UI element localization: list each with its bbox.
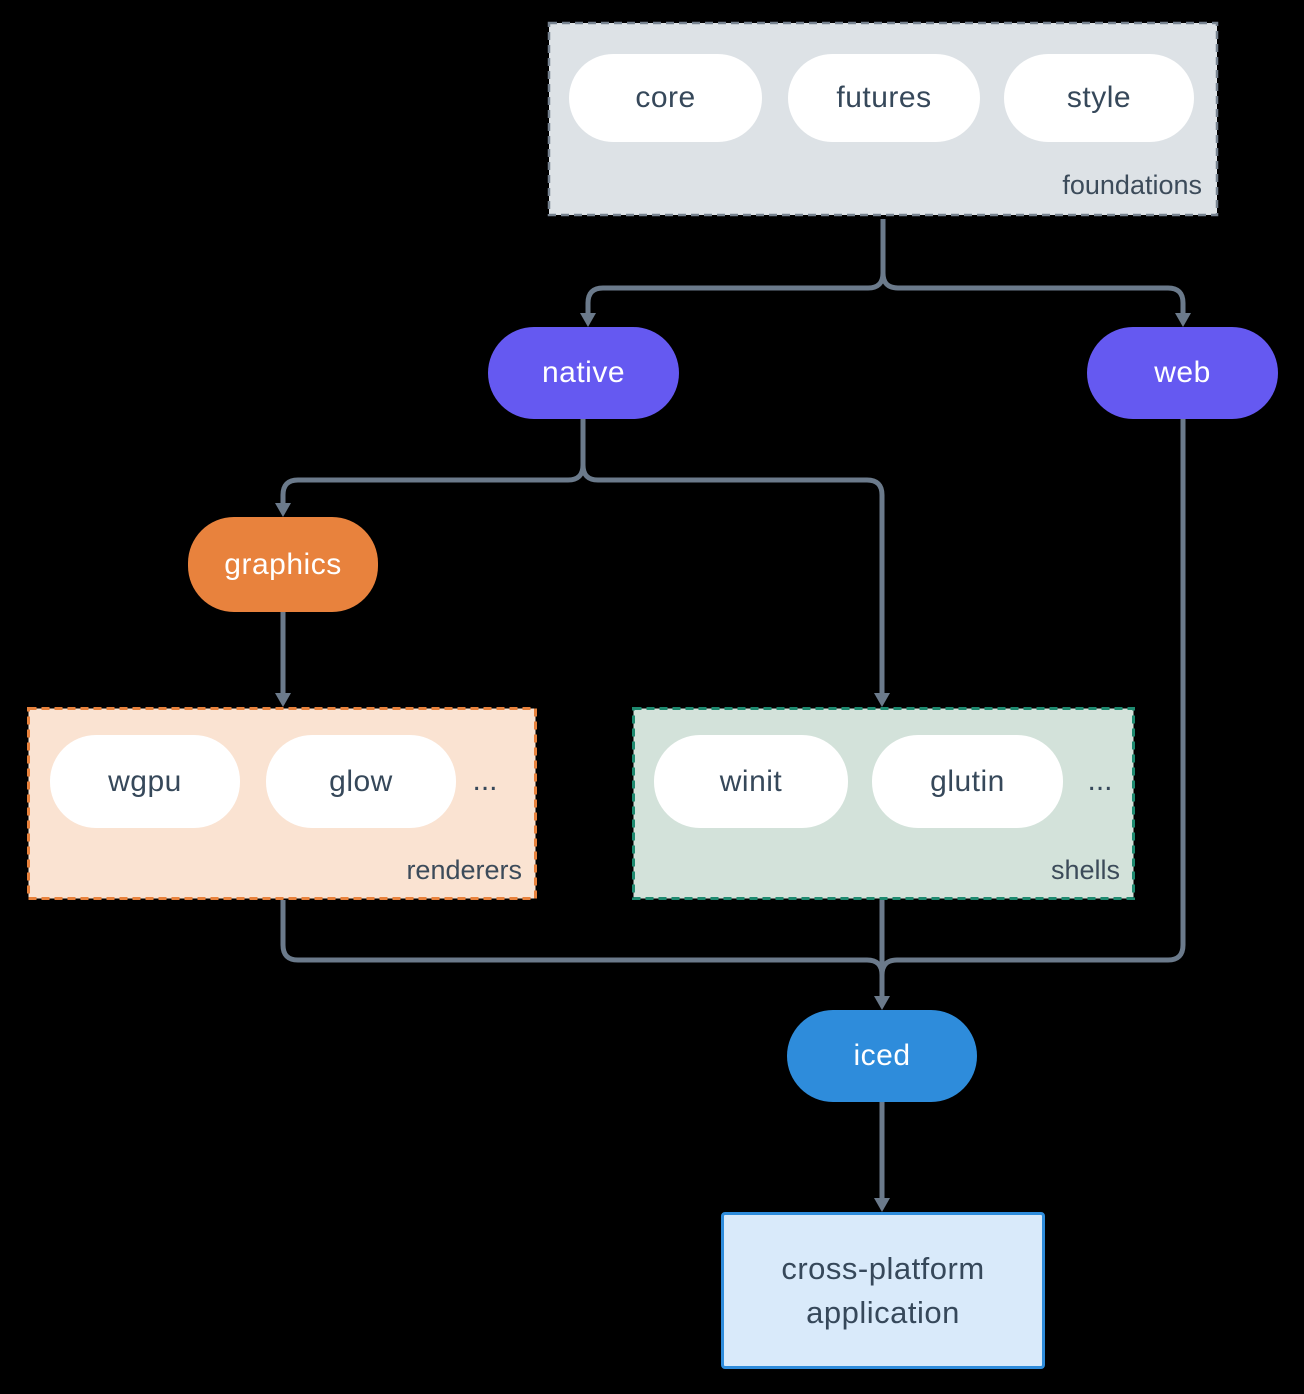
shells-group-label: shells — [1050, 855, 1120, 885]
arrowhead-graphics — [275, 503, 291, 517]
node-glow: glow — [266, 735, 456, 828]
connector-foundations-web — [880, 219, 1186, 315]
arrowhead-renderers — [275, 693, 291, 707]
arrowhead-application — [874, 1198, 890, 1212]
node-web: web — [1087, 327, 1278, 419]
node-glutin: glutin — [872, 735, 1063, 828]
node-iced: iced — [787, 1010, 977, 1102]
node-style: style — [1004, 54, 1194, 142]
application-label-line1: cross-platform — [781, 1250, 985, 1286]
renderers-ellipsis: ... — [472, 764, 498, 797]
renderers-group-label: renderers — [406, 855, 522, 885]
connector-foundations-native — [585, 219, 886, 315]
connector-native-graphics — [280, 419, 586, 505]
node-core: core — [569, 54, 762, 142]
node-winit: winit — [654, 735, 848, 828]
node-wgpu: wgpu — [50, 735, 240, 828]
connector-renderers-iced — [280, 900, 885, 997]
arrowhead-native — [580, 313, 596, 327]
node-graphics: graphics — [188, 517, 378, 612]
application-label-line2: application — [806, 1294, 960, 1330]
foundations-group-label: foundations — [1062, 170, 1202, 200]
connector-native-shells — [580, 419, 885, 695]
shells-ellipsis: ... — [1087, 764, 1113, 797]
node-cross-platform-application: cross-platform application — [721, 1212, 1045, 1369]
arrowhead-shells — [874, 693, 890, 707]
arrowhead-web — [1175, 313, 1191, 327]
arrowhead-iced — [874, 996, 890, 1010]
node-native: native — [488, 327, 679, 419]
node-futures: futures — [788, 54, 980, 142]
